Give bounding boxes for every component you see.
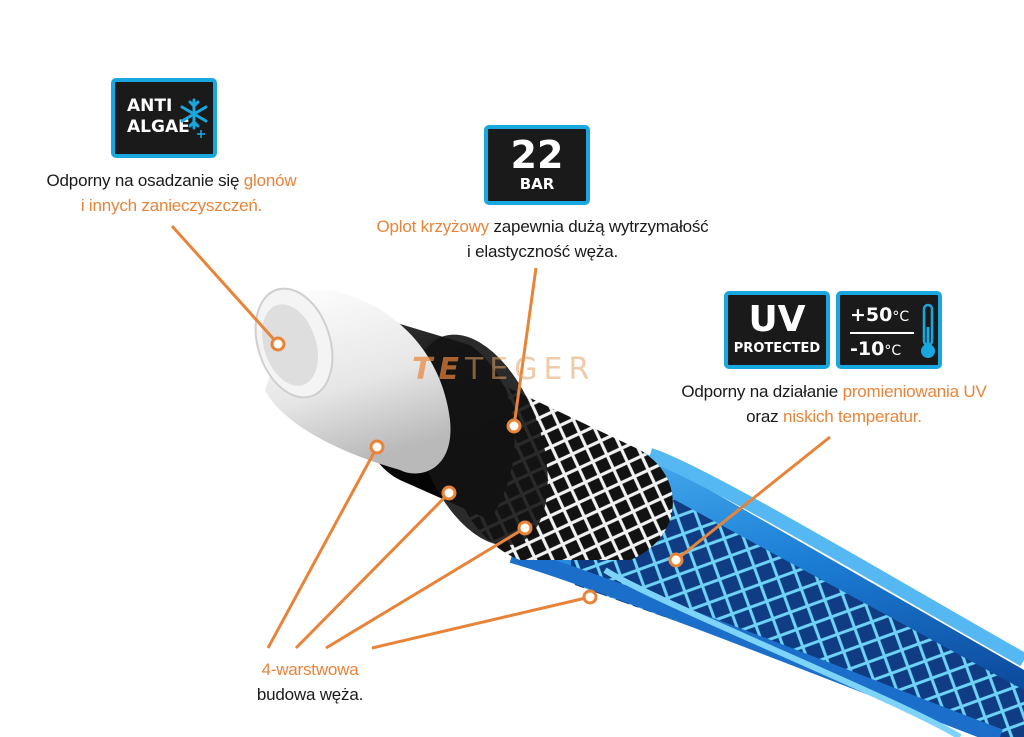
temperature-badge: +50°C -10°C <box>836 291 942 369</box>
braid-caption: Oplot krzyżowy zapewnia dużą wytrzymałoś… <box>376 217 709 261</box>
pressure-badge: 22 BAR <box>484 125 590 205</box>
algae-caption: Odporny na osadzanie się glonów i innych… <box>46 171 297 215</box>
temp-min: -10°C <box>850 338 902 360</box>
temp-max: +50°C <box>850 304 910 326</box>
leader-lines <box>170 224 831 650</box>
pressure-value: 22 <box>510 133 564 177</box>
uv-protected-badge: UV PROTECTED <box>724 291 830 369</box>
callout-dots <box>270 336 684 605</box>
pressure-unit: BAR <box>519 175 555 193</box>
layers-caption: 4-warstwowa budowa węża. <box>256 660 364 704</box>
anti-algae-badge: ANTI ALGAE <box>111 78 217 158</box>
temp-divider <box>850 332 914 334</box>
thermometer-icon <box>921 303 935 358</box>
uv-caption: Odporny na działanie promieniowania UV o… <box>681 382 987 426</box>
anti-algae-text: ANTI ALGAE <box>127 96 190 137</box>
teger-watermark: TETEGER <box>412 352 596 387</box>
white-inner-layer <box>254 287 451 474</box>
protected-text: PROTECTED <box>733 341 821 356</box>
uv-text: UV <box>748 299 806 340</box>
snowflake-icon <box>180 98 208 138</box>
